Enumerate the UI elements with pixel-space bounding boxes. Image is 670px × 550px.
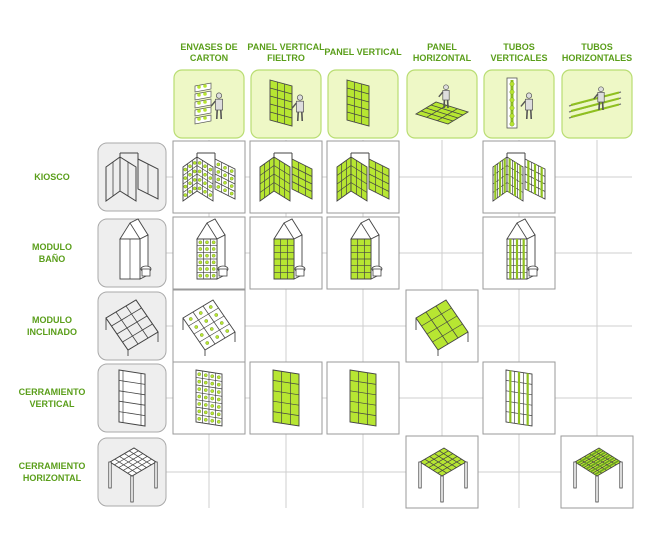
kiosk-structure-icon [97, 142, 167, 212]
column-header-line: VERTICALES [490, 53, 548, 63]
row-header-bano: MODULO BAÑO [12, 241, 92, 265]
cell-cerrv-tubosv [482, 361, 556, 435]
row-header-inclinado: MODULO INCLINADO [12, 314, 92, 338]
row-header-line: MODULO [32, 315, 72, 325]
cell-cerrh-panelh [405, 435, 479, 509]
vertical-panel-icon [327, 69, 399, 139]
cell-bano-fieltro [249, 216, 323, 290]
felt-panel-icon [250, 69, 322, 139]
horizontal-tubes-icon [561, 69, 633, 139]
horizontal-panel-icon [406, 69, 478, 139]
row-header-line: CERRAMIENTO [18, 387, 86, 397]
carton-containers-icon [173, 69, 245, 139]
cell-kiosco-tubosv [482, 140, 556, 214]
cell-cerrv-envases [172, 361, 246, 435]
cell-cerrv-fieltro [249, 361, 323, 435]
row-header-cerrv: CERRAMIENTO VERTICAL [12, 386, 92, 410]
cell-cerrh-tubosh [560, 435, 634, 509]
cell-kiosco-panelv [326, 140, 400, 214]
row-header-kiosco: KIOSCO [12, 171, 92, 183]
column-header-line: PANEL VERTICAL [247, 42, 325, 52]
vertical-enclosure-icon [97, 363, 167, 433]
cell-bano-panelv [326, 216, 400, 290]
row-header-cerrh: CERRAMIENTO HORIZONTAL [12, 460, 92, 484]
cell-kiosco-fieltro [249, 140, 323, 214]
column-header-line: PANEL VERTICAL [324, 47, 402, 57]
row-header-line: HORIZONTAL [22, 473, 82, 483]
column-header-panelv: PANEL VERTICAL [320, 47, 406, 58]
row-header-line: BAÑO [38, 254, 66, 264]
column-header-line: PANEL [427, 42, 457, 52]
cell-cerrv-panelv [326, 361, 400, 435]
horizontal-enclosure-icon [97, 437, 167, 507]
cell-bano-tubosv [482, 216, 556, 290]
cell-inclinado-panelh [405, 289, 479, 363]
cell-bano-envases [172, 216, 246, 290]
column-header-line: HORIZONTALES [561, 53, 633, 63]
column-header-line: TUBOS [581, 42, 613, 52]
column-header-line: TUBOS [503, 42, 535, 52]
inclined-module-icon [97, 291, 167, 361]
row-header-line: VERTICAL [29, 399, 75, 409]
cell-inclinado-envases [172, 289, 246, 363]
bathroom-module-icon [97, 218, 167, 288]
column-header-line: CARTON [189, 53, 229, 63]
row-header-line: CERRAMIENTO [18, 461, 86, 471]
row-header-line: INCLINADO [27, 327, 77, 337]
row-header-line: MODULO [32, 242, 72, 252]
column-header-line: HORIZONTAL [412, 53, 472, 63]
vertical-tubes-icon [483, 69, 555, 139]
column-header-line: FIELTRO [267, 53, 305, 63]
cell-kiosco-envases [172, 140, 246, 214]
column-header-line: ENVASES DE [180, 42, 238, 52]
row-header-line: KIOSCO [34, 172, 70, 182]
